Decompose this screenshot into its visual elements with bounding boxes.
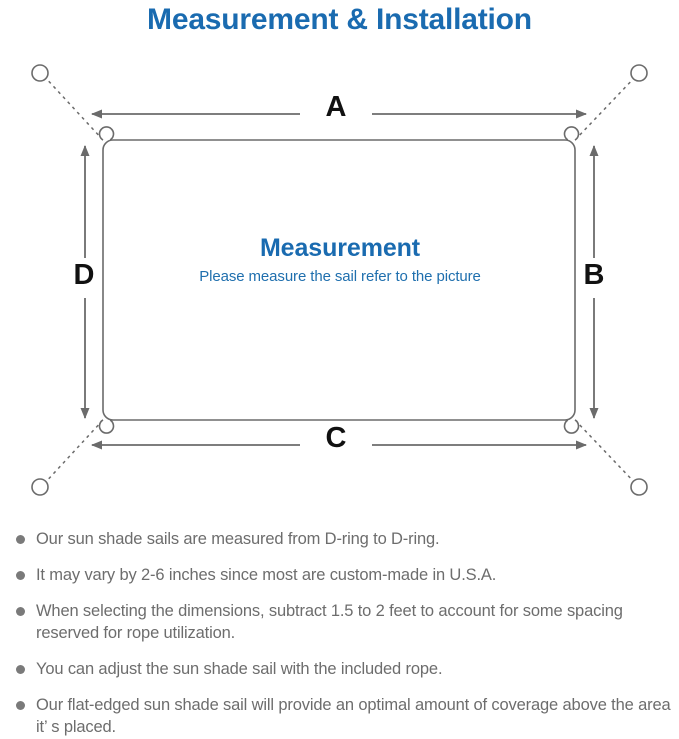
measurement-heading: Measurement (259, 234, 421, 262)
dimension-label-d: D (73, 259, 95, 291)
diagram-center-caption: Measurement Please measure the sail refe… (110, 233, 570, 289)
list-item-text: You can adjust the sun shade sail with t… (36, 660, 443, 678)
measurement-subtext: Please measure the sail refer to the pic… (199, 268, 481, 285)
rope-line-top-left (42, 74, 104, 141)
dimension-label-c: C (325, 422, 347, 454)
d-ring-top-right (563, 126, 580, 141)
list-item: Our sun shade sails are measured from D-… (8, 528, 676, 550)
d-ring-bottom-right (563, 419, 580, 434)
bullet-icon (16, 701, 25, 710)
bullet-icon (16, 665, 25, 674)
rope-line-bottom-left (42, 419, 104, 486)
notes-list: Our sun shade sails are measured from D-… (8, 528, 676, 738)
list-item-text: When selecting the dimensions, subtract … (36, 602, 623, 642)
list-item: It may vary by 2-6 inches since most are… (8, 564, 676, 586)
post-circle-top-right (630, 64, 648, 82)
list-item: Our flat-edged sun shade sail will provi… (8, 694, 676, 738)
d-ring-top-left (98, 126, 115, 141)
page-title: Measurement & Installation (147, 3, 532, 36)
rope-line-top-right (574, 74, 638, 141)
list-item: You can adjust the sun shade sail with t… (8, 658, 676, 680)
rope-line-bottom-right (574, 419, 638, 486)
list-item: When selecting the dimensions, subtract … (8, 600, 676, 644)
dimension-label-b: B (583, 259, 605, 291)
post-circle-top-left (31, 64, 49, 82)
post-circle-bottom-left (31, 478, 49, 496)
d-ring-bottom-left (98, 419, 115, 434)
list-item-text: Our flat-edged sun shade sail will provi… (36, 696, 671, 736)
post-circle-bottom-right (630, 478, 648, 496)
dimension-label-a: A (325, 91, 347, 123)
measurement-diagram: A B C D Measurement Please measure the s… (0, 46, 679, 516)
list-item-text: It may vary by 2-6 inches since most are… (36, 566, 497, 584)
diagram-svg (31, 64, 648, 496)
bullet-icon (16, 571, 25, 580)
bullet-icon (16, 535, 25, 544)
sail-rectangle (102, 139, 576, 421)
bullet-icon (16, 607, 25, 616)
list-item-text: Our sun shade sails are measured from D-… (36, 530, 440, 548)
